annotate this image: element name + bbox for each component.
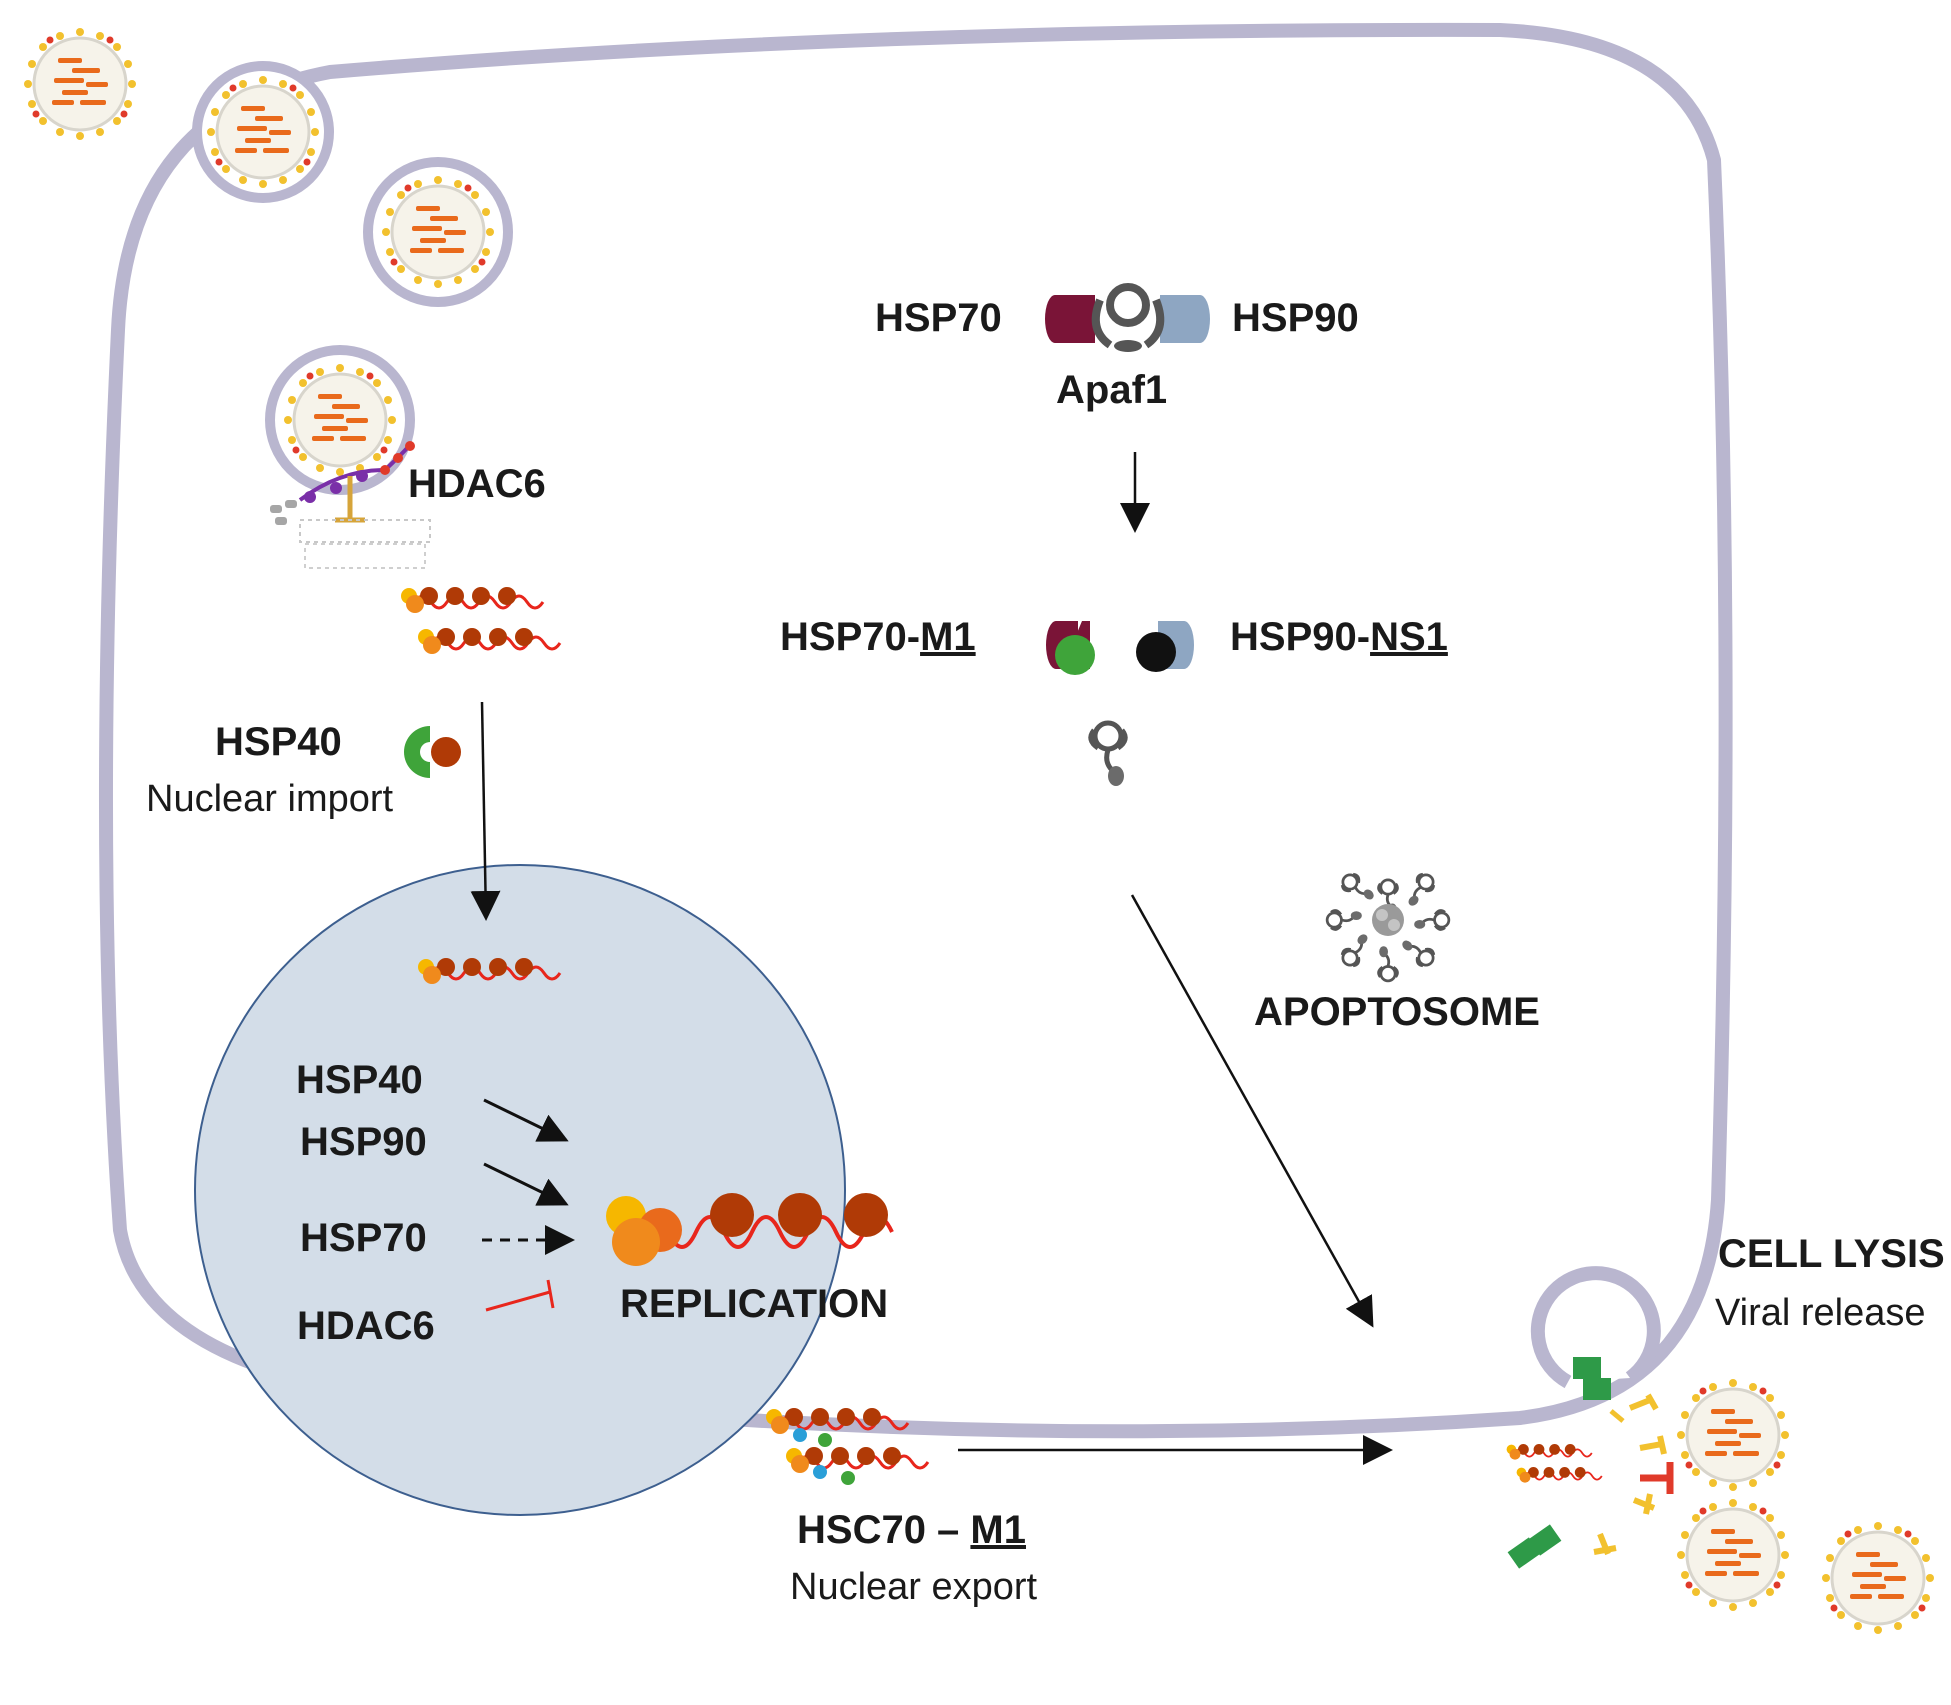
apoptosome-label: APOPTOSOME: [1254, 990, 1540, 1034]
hsp90-nucleus-label: HSP90: [300, 1120, 427, 1164]
replication-rnp-icon: [606, 1193, 894, 1266]
hsp90-ns1-icon: [1136, 621, 1194, 672]
cell-membrane: [98, 22, 1733, 1439]
apaf1-label: Apaf1: [1056, 368, 1168, 412]
apaf1-monomer-icon: [1091, 723, 1125, 786]
replication-label: REPLICATION: [620, 1282, 889, 1326]
hsp70-nucleus-label: HSP70: [300, 1216, 427, 1260]
budding-site-icon: [1505, 1266, 1674, 1569]
hsp70-m1-icon: [1046, 621, 1095, 675]
rnp-icon: [399, 585, 545, 615]
hdac6-complex-icon: [265, 345, 431, 569]
hdac6-nucleus-label: HDAC6: [297, 1304, 435, 1348]
hsp90-ns1-target: NS1: [1370, 615, 1448, 659]
import-arrow: [470, 701, 501, 921]
endosome-icon: [363, 157, 513, 307]
hsc70-m1-label: HSC70 – M1: [797, 1508, 1026, 1553]
hsp90-label: HSP90: [1232, 296, 1359, 340]
hsp70-m1-label: HSP70-M1: [780, 615, 976, 660]
nuclear-import-label: Nuclear import: [146, 778, 394, 820]
hsc70-target: M1: [970, 1508, 1026, 1552]
hsp70-m1-prefix: HSP70-: [780, 615, 921, 659]
hsp40-activation-arrow: [483, 1098, 569, 1142]
nuclear-export-label: Nuclear export: [790, 1566, 1038, 1608]
hsp70-m1-target: M1: [920, 615, 976, 659]
apaf1-complex-icon: [1045, 283, 1210, 352]
released-virion-icon: [1675, 1377, 1791, 1493]
export-rnp-icon: [764, 1406, 930, 1485]
hsc70-prefix: HSC70 –: [797, 1508, 971, 1552]
hsp90-ns1-prefix: HSP90-: [1230, 615, 1371, 659]
hdac6-inhibition-arrow: [485, 1279, 555, 1312]
released-virion-icon: [1820, 1520, 1936, 1636]
viral-release-label: Viral release: [1715, 1292, 1926, 1334]
released-virion-icon: [1675, 1497, 1791, 1613]
hsp40-chaperone-icon: [404, 726, 461, 778]
hsp40-nucleus-label: HSP40: [296, 1058, 423, 1102]
hsp90-ns1-label: HSP90-NS1: [1230, 615, 1448, 660]
hsp70-label: HSP70: [875, 296, 1002, 340]
free-virion-icon: [22, 26, 138, 142]
apoptosome-icon: [1325, 868, 1451, 983]
entering-virion-icon: [192, 61, 334, 203]
hdac6-label: HDAC6: [408, 462, 546, 506]
hsp90-activation-arrow: [483, 1162, 569, 1206]
hsp40-label: HSP40: [215, 720, 342, 764]
rnp-icon: [416, 626, 562, 656]
cell-lysis-label: CELL LYSIS: [1718, 1232, 1945, 1276]
apoptosis-arrow: [1130, 894, 1374, 1328]
nucleus: [194, 864, 846, 1516]
